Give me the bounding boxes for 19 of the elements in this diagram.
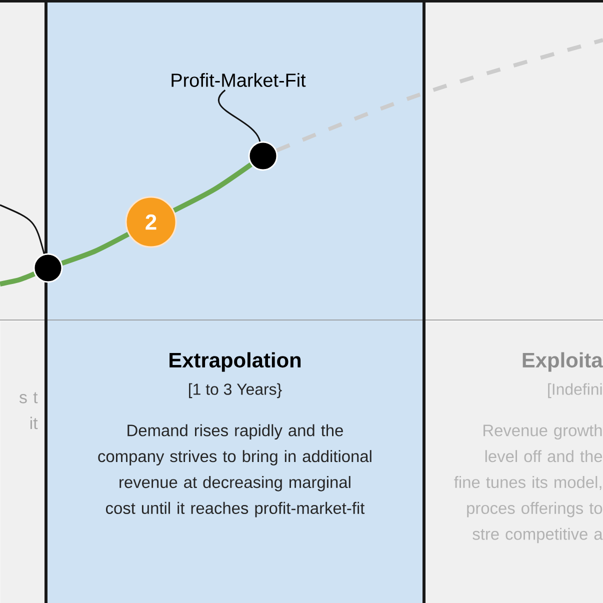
point-dot [33, 253, 63, 283]
step-badge: 2 [125, 196, 177, 248]
curve-line [0, 272, 36, 286]
point-dot [248, 141, 278, 171]
curve-line [172, 162, 252, 213]
leader-line [0, 204, 45, 254]
column-panel [46, 0, 424, 603]
body-text: s t it [19, 392, 38, 430]
heading: Exploita [522, 352, 603, 372]
milestone-label: Profit-Market-Fit [172, 73, 306, 87]
column-panel [424, 321, 603, 603]
curve-line [276, 38, 603, 152]
duration-text: [1 to 3 Years} [189, 383, 282, 398]
column-panel [0, 321, 46, 603]
description-text: Revenue growth level off and the fine tunes its model, proces offerings to stre competitive a [454, 424, 603, 544]
heading: Extrapolation [170, 352, 301, 372]
duration-text: [Indefini [548, 383, 602, 398]
curve-line [61, 232, 130, 266]
description-text: Demand rises rapidly and the company strives to bring in additional revenue at decreasing marginal cost until it reaches profit-market-fit [98, 424, 372, 518]
